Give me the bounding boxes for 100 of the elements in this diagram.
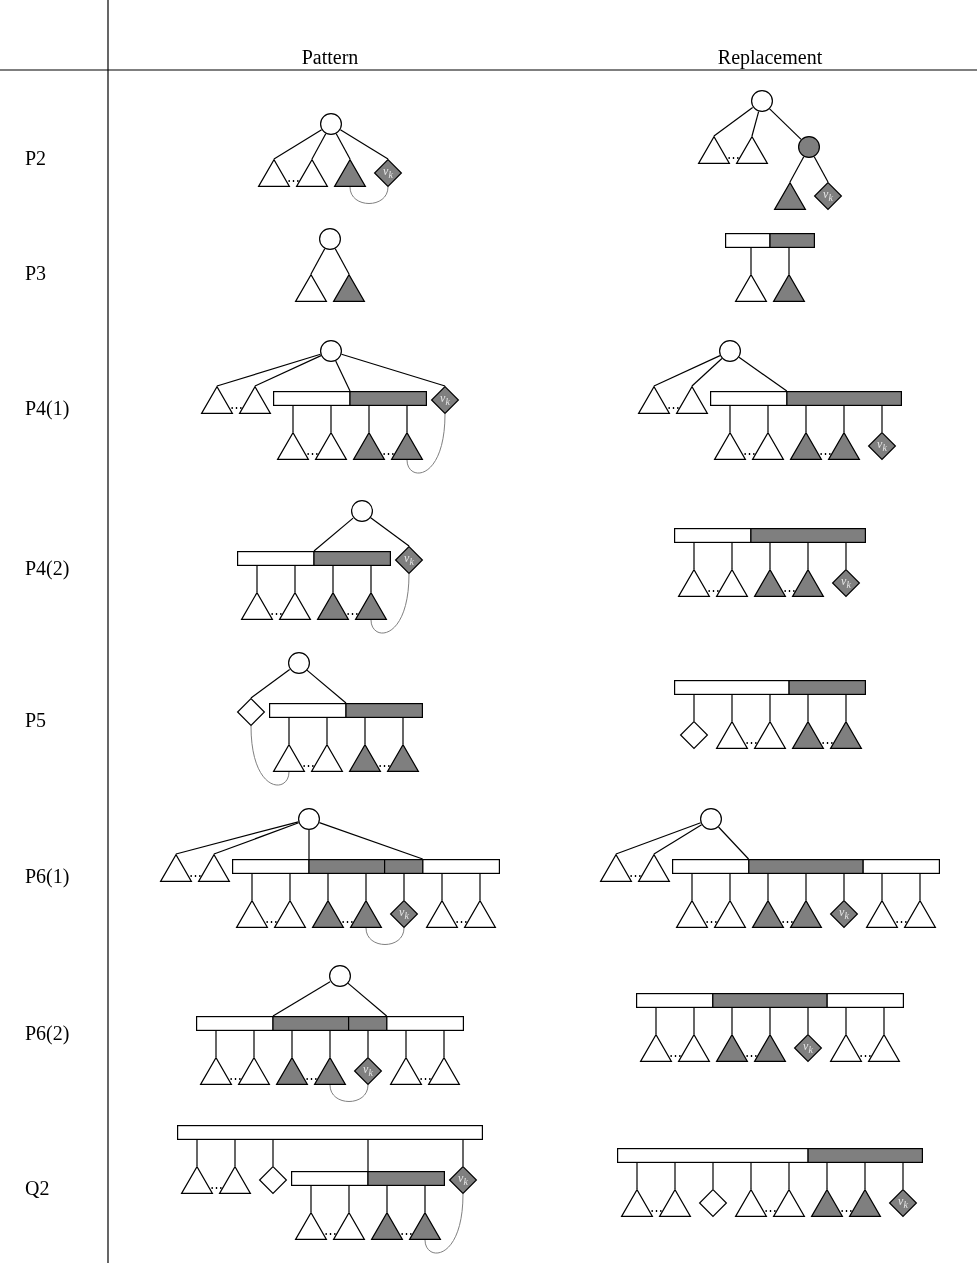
triangle-node — [678, 1034, 710, 1062]
connector-line — [769, 542, 771, 570]
triangle-node — [752, 432, 784, 460]
connector-line — [272, 981, 331, 1017]
connector-line — [717, 826, 750, 860]
triangle-node — [735, 274, 767, 302]
connector-line — [751, 111, 760, 137]
connector-line — [334, 248, 350, 275]
triangle-node — [241, 592, 273, 620]
connector-line — [807, 694, 809, 722]
connector-line — [864, 1162, 866, 1190]
triangle-node — [638, 854, 670, 882]
connector-line — [767, 873, 769, 901]
triangle-node — [659, 1189, 691, 1217]
connector-line — [845, 542, 847, 570]
triangle-node — [239, 386, 271, 414]
triangle-node — [274, 900, 306, 928]
diamond-node — [374, 159, 402, 187]
bar-node — [672, 859, 940, 874]
circle-node — [320, 340, 342, 362]
triangle-node — [698, 136, 730, 164]
ellipsis: ⋯ — [782, 583, 796, 597]
ellipsis: ⋯ — [418, 1071, 432, 1085]
triangle-node — [181, 1166, 213, 1194]
connector-line — [805, 405, 807, 433]
connector-line — [807, 1007, 809, 1035]
column-header: Replacement — [717, 47, 823, 67]
connector-line — [789, 156, 805, 183]
connector-line — [843, 405, 845, 433]
triangle-node — [428, 1057, 460, 1085]
connector-line — [693, 694, 695, 722]
connector-line — [326, 717, 328, 745]
triangle-node — [295, 274, 327, 302]
row-label: P6(2) — [25, 1023, 70, 1043]
circle-node — [700, 808, 722, 830]
ellipsis: ⋯ — [304, 1071, 318, 1085]
triangle-node — [828, 432, 860, 460]
triangle-node — [296, 159, 328, 187]
triangle-node — [333, 1212, 365, 1240]
connector-line — [216, 353, 322, 387]
triangle-node — [640, 1034, 672, 1062]
ellipsis: ⋯ — [188, 868, 202, 882]
triangle-node — [350, 900, 382, 928]
triangle-node — [198, 854, 230, 882]
bar-node — [273, 391, 427, 406]
connector-line — [655, 1007, 657, 1035]
triangle-node — [200, 1057, 232, 1085]
connector-line — [339, 129, 389, 160]
connector-line — [653, 355, 721, 387]
connector-line — [731, 1007, 733, 1035]
circle-node — [287, 652, 310, 674]
connector-line — [712, 1162, 714, 1190]
connector-line — [175, 821, 299, 855]
connector-line — [731, 694, 733, 722]
ellipsis: ⋯ — [666, 400, 680, 414]
diamond-node — [237, 698, 265, 726]
connector-line — [310, 248, 326, 275]
ellipsis: ⋯ — [649, 1203, 663, 1217]
row-label: P6(1) — [25, 866, 70, 886]
diamond-node — [794, 1034, 822, 1062]
connector-line — [251, 873, 253, 901]
connector-line — [256, 565, 258, 593]
ellipsis: ⋯ — [744, 1048, 758, 1062]
connector-line — [767, 405, 769, 433]
connector-line — [788, 1162, 790, 1190]
curved-link — [329, 1084, 369, 1102]
diamond-node — [680, 721, 708, 749]
ellipsis: ⋯ — [229, 400, 243, 414]
connector-line — [405, 1030, 407, 1058]
row-label: P2 — [25, 148, 47, 168]
row-label: Q2 — [25, 1178, 50, 1198]
connector-line — [636, 1162, 638, 1190]
ellipsis: ⋯ — [209, 1180, 223, 1194]
circle-node — [298, 808, 320, 830]
triangle-node — [371, 1212, 403, 1240]
diamond-node — [449, 1166, 477, 1194]
connector-line — [653, 824, 703, 855]
node-label: v$_{k}$ — [383, 165, 393, 181]
node-label: v$_{k}$ — [898, 1195, 908, 1211]
node-label: v$_{k}$ — [839, 906, 849, 922]
triangle-node — [317, 592, 349, 620]
triangle-node — [295, 1212, 327, 1240]
connector-line — [291, 1030, 293, 1058]
triangle-node — [830, 1034, 862, 1062]
connector-line — [693, 542, 695, 570]
connector-line — [369, 516, 410, 547]
diamond-node — [830, 900, 858, 928]
triangle-node — [277, 432, 309, 460]
triangle-node — [334, 159, 366, 187]
connector-line — [807, 542, 809, 570]
triangle-node — [774, 182, 806, 210]
bar-node — [725, 233, 815, 248]
triangle-node — [849, 1189, 881, 1217]
ellipsis: ⋯ — [323, 1226, 337, 1240]
ellipsis: ⋯ — [858, 1048, 872, 1062]
triangle-node — [353, 432, 385, 460]
triangle-node — [258, 159, 290, 187]
connector-line — [881, 405, 883, 433]
bar-node — [384, 859, 500, 874]
connector-line — [364, 717, 366, 745]
